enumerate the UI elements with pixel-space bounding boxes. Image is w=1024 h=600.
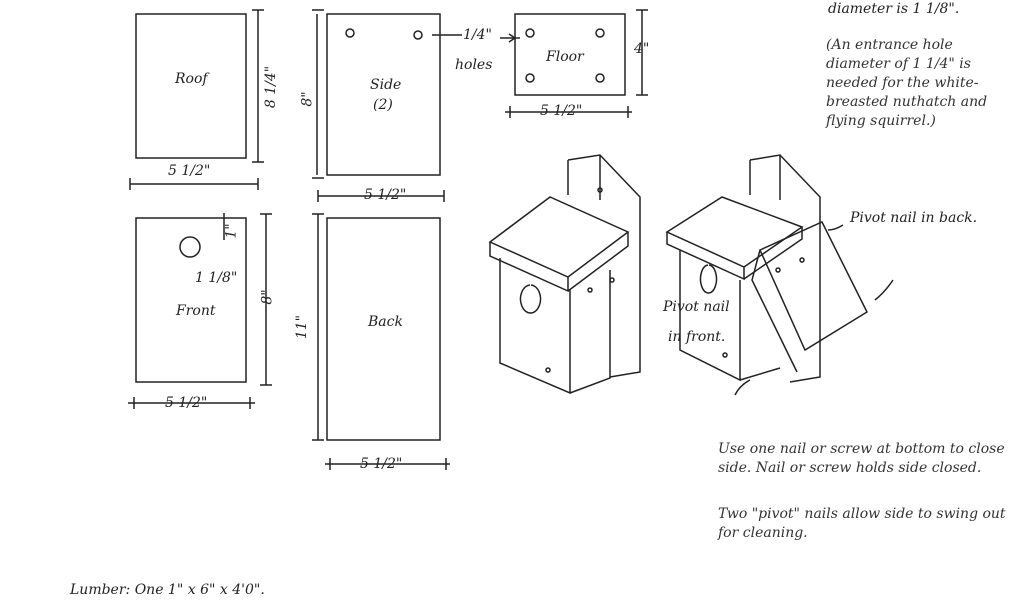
roof-label: Roof <box>175 71 208 87</box>
floor-panel <box>514 13 626 96</box>
note-lumber: Lumber: One 1" x 6" x 4'0". <box>70 582 265 598</box>
assembled-birdhouse <box>488 154 641 395</box>
roof-height: 8 1/4" <box>263 65 280 109</box>
back-height: 11" <box>294 314 311 340</box>
floor-height: 4" <box>634 41 650 57</box>
holes-label: holes <box>455 57 493 73</box>
side-panel <box>326 13 441 176</box>
note-pivot-back: Pivot nail in back. <box>850 210 978 226</box>
note-pivot: Two "pivot" nails allow side to swing ou… <box>718 506 1006 541</box>
roof-width: 5 1/2" <box>168 163 211 179</box>
side-height: 8" <box>299 91 316 107</box>
note-pivot-front-1: Pivot nail <box>663 299 730 315</box>
note-top-cut: diameter is 1 1/8". <box>828 1 960 17</box>
back-width: 5 1/2" <box>360 456 403 472</box>
side-count: (2) <box>373 97 393 113</box>
front-panel <box>135 217 247 383</box>
back-label: Back <box>368 314 403 330</box>
floor-label: Floor <box>546 49 584 65</box>
note-close: Use one nail or screw at bottom to close… <box>718 441 1005 476</box>
front-width: 5 1/2" <box>165 395 208 411</box>
note-pivot-front-2: in front. <box>668 329 726 345</box>
floor-width: 5 1/2" <box>540 103 583 119</box>
front-label: Front <box>176 303 216 319</box>
note-entrance: (An entrance hole diameter of 1 1/4" is … <box>826 37 988 129</box>
front-hole-diameter: 1 1/8" <box>195 270 238 286</box>
holes-size: 1/4" <box>463 27 492 43</box>
open-birdhouse <box>665 154 894 396</box>
side-width: 5 1/2" <box>364 187 407 203</box>
roof-panel <box>135 13 247 159</box>
front-height: 8" <box>259 289 276 305</box>
front-hole-offset: 1" <box>223 223 240 239</box>
back-panel <box>326 217 441 441</box>
side-label: Side <box>370 77 402 93</box>
